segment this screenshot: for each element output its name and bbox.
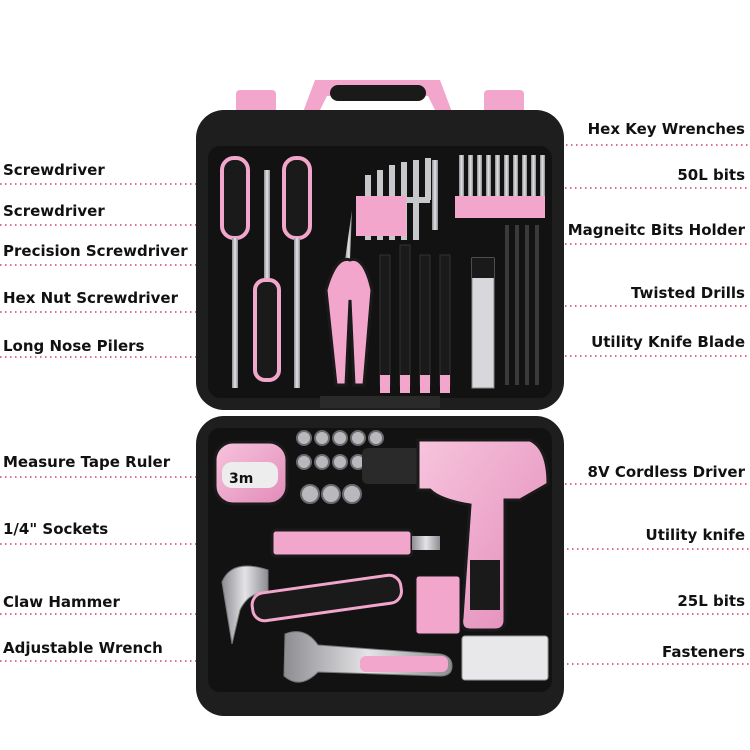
hex-nut-screwdriver	[253, 278, 281, 382]
magnetic-bits-holder	[455, 155, 545, 218]
label-claw-hammer: Claw Hammer	[3, 593, 120, 611]
label-twisted-drills: Twisted Drills	[630, 284, 745, 302]
label-long-nose-pliers: Long Nose Pilers	[3, 337, 145, 355]
label-25l-bits: 25L bits	[677, 592, 745, 610]
label-measure-tape: Measure Tape Ruler	[3, 453, 171, 471]
utility-knife-blades	[471, 257, 495, 389]
screwdriver-large-1	[220, 156, 250, 388]
screwdriver-thin	[264, 170, 270, 380]
label-adjustable-wrench: Adjustable Wrench	[3, 639, 163, 657]
claw-hammer	[221, 565, 403, 645]
label-screwdriver-1: Screwdriver	[3, 161, 105, 179]
long-nose-pliers	[324, 210, 374, 387]
label-hex-key-wrenches: Hex Key Wrenches	[587, 120, 745, 138]
hex-key-holder	[356, 196, 406, 236]
fasteners-box	[461, 635, 549, 681]
label-fasteners: Fasteners	[662, 643, 745, 661]
measure-tape: 3m	[213, 440, 289, 506]
label-50l-bits: 50L bits	[677, 166, 745, 184]
label-utility-knife: Utility knife	[645, 526, 745, 544]
socket-set	[296, 430, 384, 504]
label-cordless-driver: 8V Cordless Driver	[587, 463, 745, 481]
utility-knife	[270, 528, 440, 558]
bits-set-25	[415, 575, 461, 635]
twisted-drills	[505, 225, 539, 385]
label-utility-knife-blade: Utility Knife Blade	[591, 333, 745, 351]
precision-screwdrivers	[379, 244, 451, 393]
adjustable-wrench	[283, 631, 453, 683]
label-sockets: 1/4" Sockets	[3, 520, 109, 538]
cordless-driver	[362, 438, 550, 632]
label-magnetic-bits-holder: Magneitc Bits Holder	[567, 221, 745, 239]
label-hex-nut-screwdriver: Hex Nut Screwdriver	[3, 289, 178, 307]
tape-label: 3m	[229, 471, 253, 487]
bit-extension	[432, 160, 438, 230]
label-screwdriver-2: Screwdriver	[3, 202, 105, 220]
label-precision-screwdriver: Precision Screwdriver	[3, 242, 188, 260]
screwdriver-large-2	[282, 156, 312, 388]
